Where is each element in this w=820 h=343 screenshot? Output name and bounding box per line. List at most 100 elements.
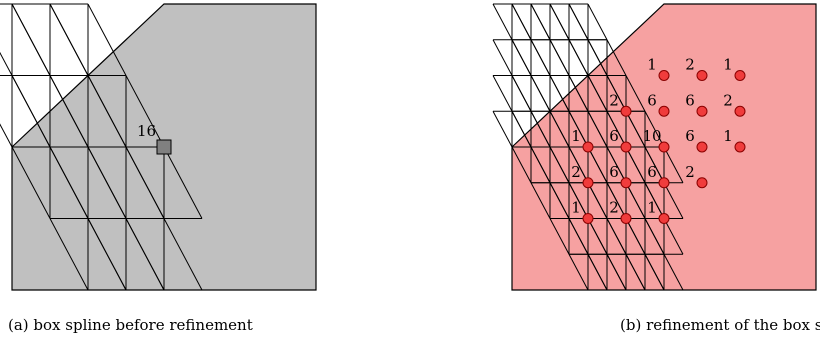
weight-node bbox=[696, 177, 708, 189]
grid-edge bbox=[549, 182, 570, 219]
grid-edge bbox=[511, 111, 532, 148]
weight-node bbox=[620, 177, 632, 189]
panel-a-grid-lines bbox=[0, 3, 203, 291]
grid-edge bbox=[568, 146, 589, 183]
caption-panel-b: (b) refinement of the box spline bbox=[620, 316, 820, 334]
grid-edge bbox=[625, 182, 646, 219]
grid-edge bbox=[0, 51, 13, 76]
grid-edge bbox=[492, 111, 513, 148]
weight-node bbox=[734, 105, 746, 117]
grid-edge bbox=[644, 111, 665, 148]
weight-node bbox=[582, 141, 594, 153]
grid-edge bbox=[125, 75, 165, 148]
weight-label: 1 bbox=[571, 199, 581, 217]
grid-edge bbox=[492, 3, 513, 40]
weight-label: 2 bbox=[723, 91, 733, 109]
grid-edge bbox=[606, 111, 627, 148]
grid-edge bbox=[11, 3, 51, 76]
grid-edge bbox=[549, 3, 570, 40]
grid-edge bbox=[549, 75, 570, 112]
grid-edge bbox=[568, 218, 589, 255]
grid-edge bbox=[530, 146, 551, 183]
weight-label: 6 bbox=[685, 127, 695, 145]
grid-edge bbox=[87, 3, 127, 76]
grid-edge bbox=[125, 218, 165, 291]
grid-edge bbox=[587, 39, 608, 76]
weight-node bbox=[658, 213, 670, 224]
grid-edge bbox=[568, 39, 589, 76]
weight-node bbox=[620, 213, 632, 224]
weight-label: 2 bbox=[571, 163, 581, 181]
grid-edge bbox=[625, 254, 646, 291]
grid-edge bbox=[625, 218, 646, 255]
grid-edge bbox=[511, 39, 532, 76]
grid-edge bbox=[606, 75, 627, 112]
grid-edge bbox=[644, 254, 665, 291]
weight-label: 2 bbox=[609, 199, 619, 217]
weight-label: 1 bbox=[647, 56, 657, 74]
grid-edge bbox=[568, 182, 589, 219]
grid-edge bbox=[587, 254, 608, 291]
weight-node bbox=[658, 141, 670, 153]
grid-edge bbox=[87, 146, 127, 219]
weight-node bbox=[582, 213, 594, 224]
weight-node bbox=[696, 70, 708, 81]
grid-edge bbox=[0, 123, 13, 148]
grid-edge bbox=[587, 75, 608, 112]
grid-edge bbox=[568, 3, 589, 40]
grid-edge bbox=[87, 75, 127, 148]
grid-edge bbox=[492, 75, 513, 112]
grid-edge bbox=[644, 146, 665, 183]
weight-label: 1 bbox=[723, 127, 733, 145]
grid-edge bbox=[568, 75, 589, 112]
grid-edge bbox=[606, 254, 627, 291]
weight-label: 6 bbox=[609, 163, 619, 181]
grid-edge bbox=[49, 146, 89, 219]
grid-edge bbox=[606, 39, 627, 76]
grid-edge bbox=[663, 182, 684, 219]
grid-edge bbox=[663, 218, 684, 255]
grid-edge bbox=[625, 75, 646, 112]
weight-node bbox=[734, 141, 746, 153]
grid-edge bbox=[530, 111, 551, 148]
grid-edge bbox=[11, 146, 51, 219]
grid-edge bbox=[511, 3, 532, 40]
grid-edge bbox=[49, 75, 89, 148]
grid-edge bbox=[87, 218, 127, 291]
weight-label: 10 bbox=[642, 127, 661, 145]
grid-edge bbox=[163, 218, 203, 291]
caption-panel-a: (a) box spline before refinement bbox=[8, 316, 253, 334]
grid-edge bbox=[492, 39, 513, 76]
grid-edge bbox=[587, 182, 608, 219]
weight-node bbox=[658, 177, 670, 189]
grid-edge bbox=[530, 3, 551, 40]
grid-edge bbox=[530, 182, 551, 219]
grid-edge bbox=[587, 146, 608, 183]
grid-edge bbox=[625, 146, 646, 183]
weight-label: 2 bbox=[685, 163, 695, 181]
grid-edge bbox=[549, 218, 570, 255]
grid-edge bbox=[644, 218, 665, 255]
grid-edge bbox=[663, 254, 684, 291]
panel-a-center-node bbox=[156, 139, 172, 155]
weight-label: 1 bbox=[647, 199, 657, 217]
grid-edge bbox=[587, 218, 608, 255]
weight-label: 6 bbox=[685, 91, 695, 109]
grid-edge bbox=[568, 254, 589, 291]
grid-edge bbox=[568, 111, 589, 148]
grid-edge bbox=[663, 146, 684, 183]
grid-edge bbox=[625, 111, 646, 148]
grid-edge bbox=[49, 3, 89, 76]
grid-edge bbox=[49, 218, 89, 291]
grid-edge bbox=[549, 146, 570, 183]
weight-label: 6 bbox=[647, 91, 657, 109]
grid-edge bbox=[549, 111, 570, 148]
grid-edge bbox=[606, 146, 627, 183]
weight-node bbox=[696, 105, 708, 117]
weight-label: 6 bbox=[647, 163, 657, 181]
grid-edge bbox=[587, 3, 608, 40]
grid-edge bbox=[530, 39, 551, 76]
